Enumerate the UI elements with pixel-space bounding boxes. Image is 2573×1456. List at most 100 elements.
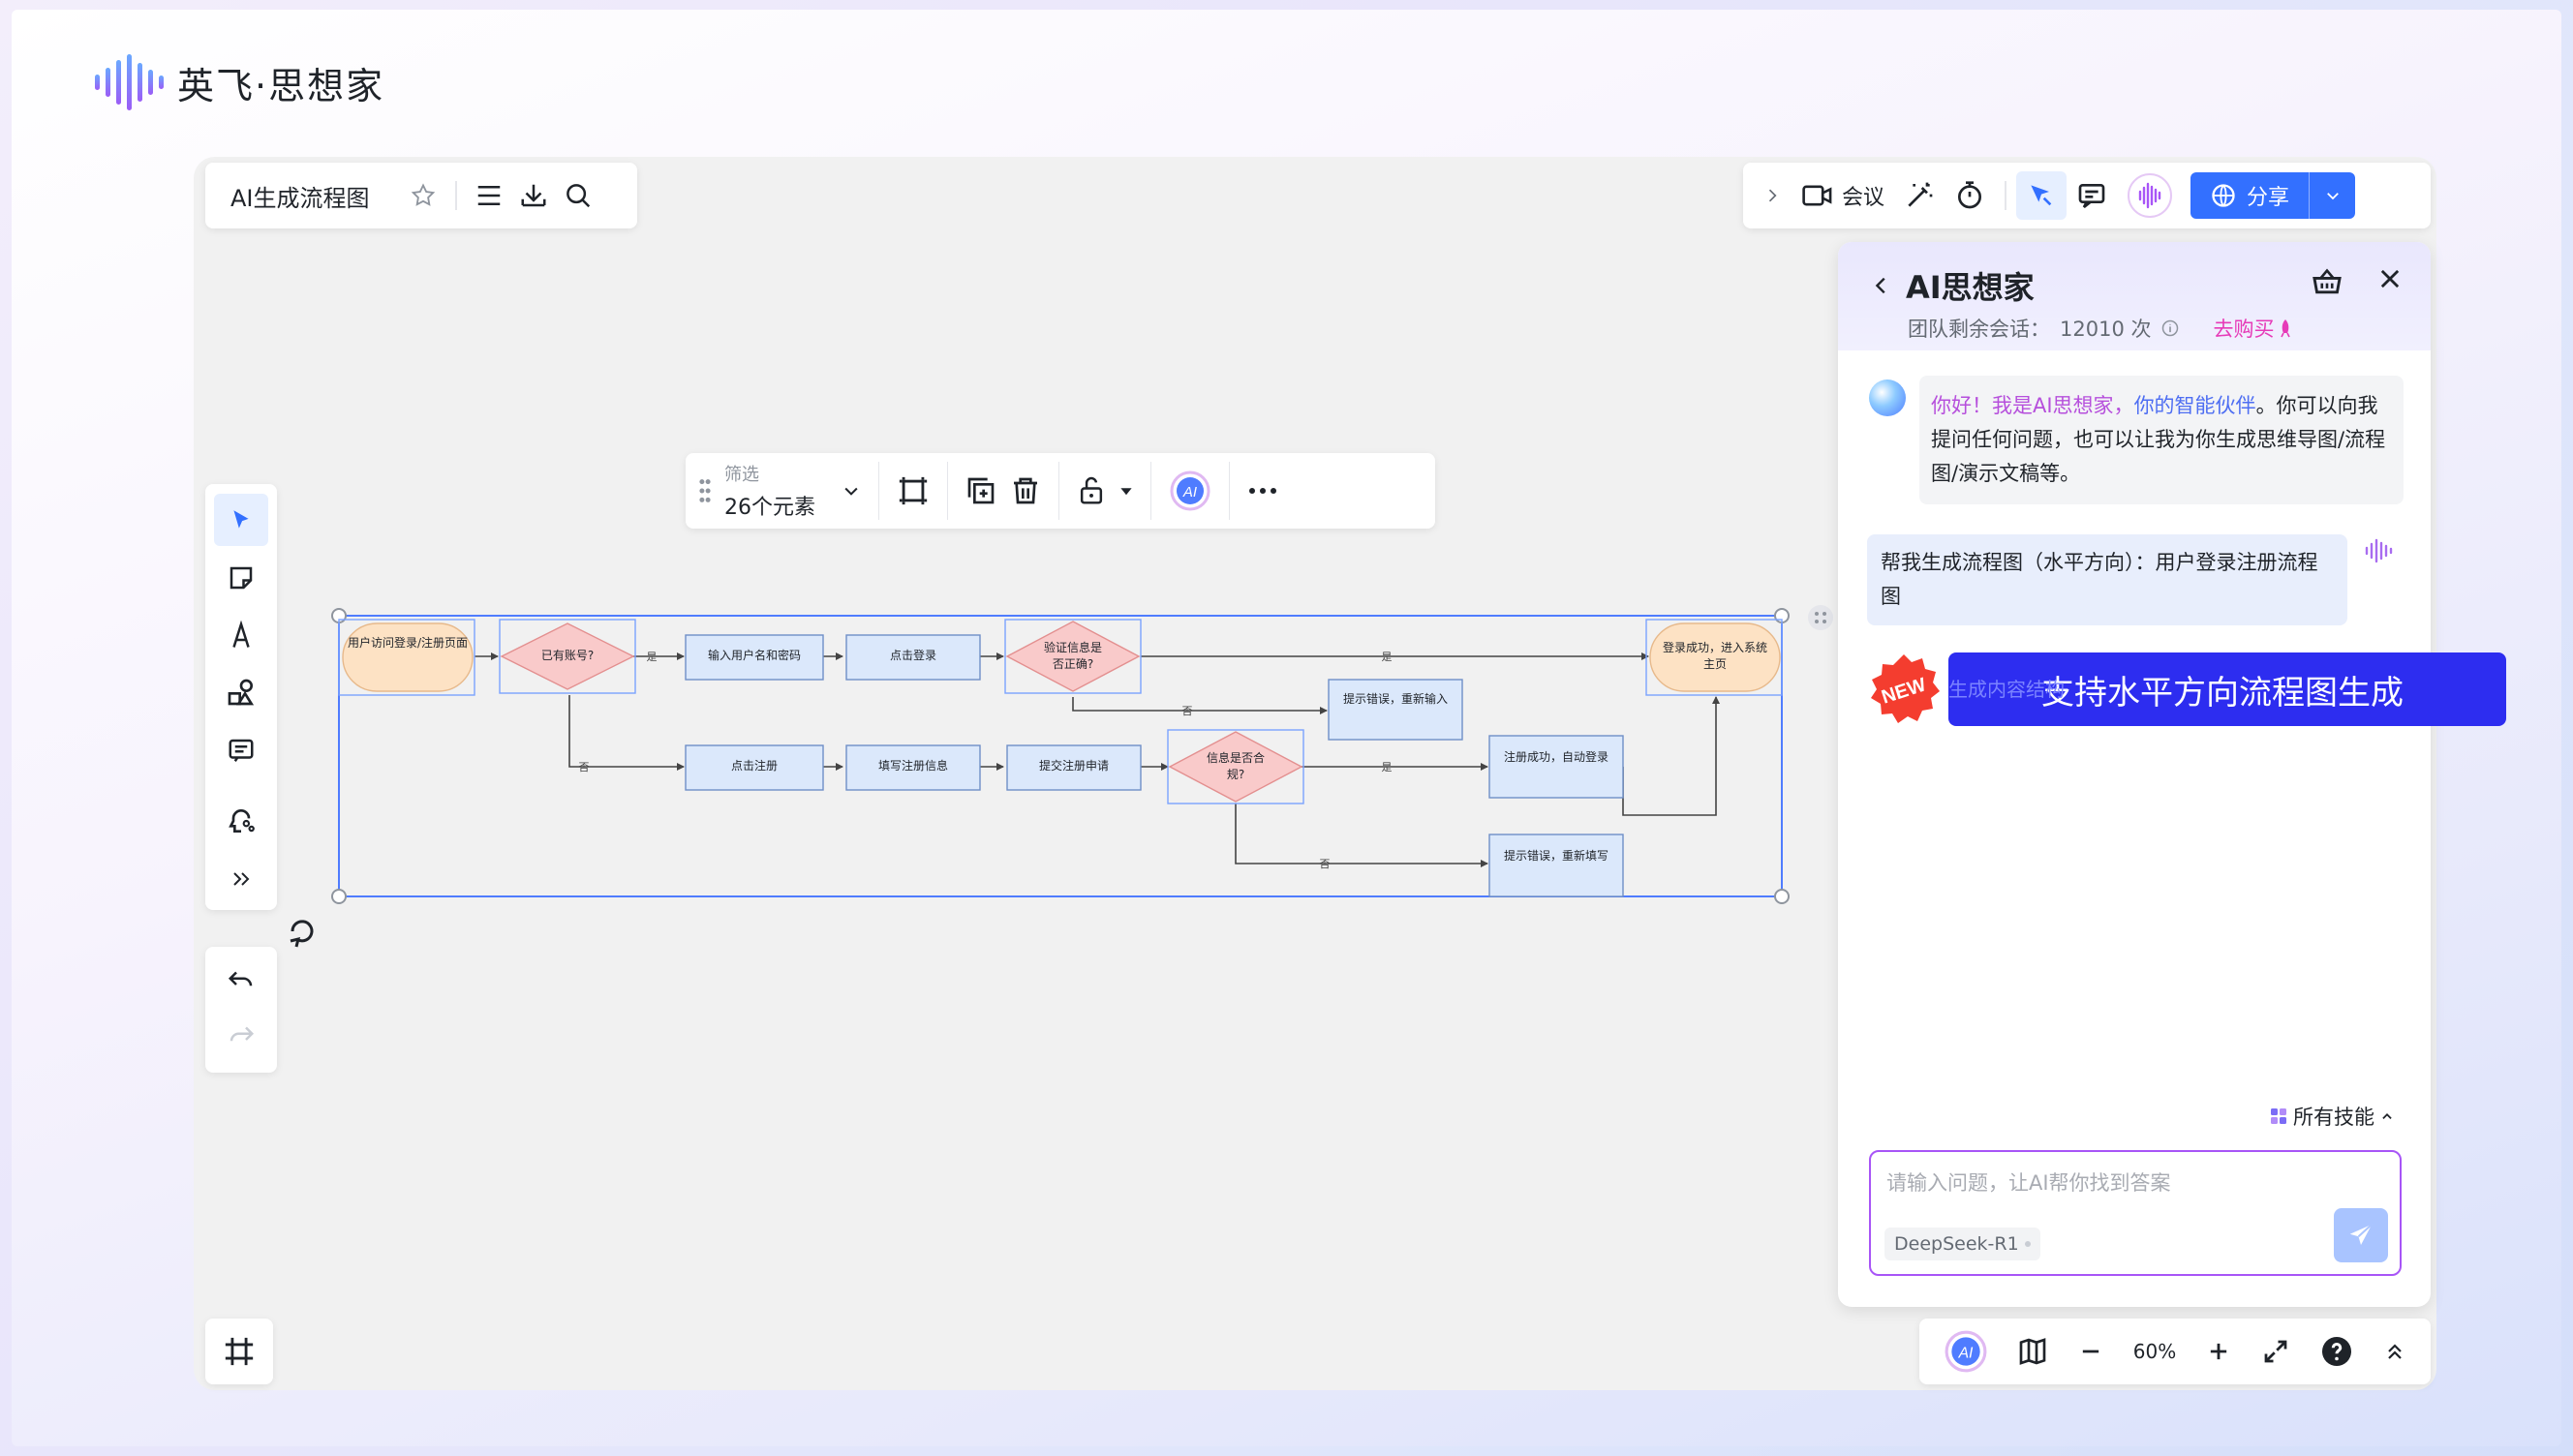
user-bubble: 帮我生成流程图（水平方向）：用户登录注册流程图 xyxy=(1867,534,2347,625)
search-icon[interactable] xyxy=(556,173,600,218)
trash-icon[interactable] xyxy=(1010,475,1041,506)
ai-voice-button[interactable] xyxy=(2117,171,2183,220)
filter-label: 筛选 xyxy=(724,465,759,485)
banner-text: 支持水平方向流程图生成 xyxy=(2041,673,2404,713)
help-icon[interactable] xyxy=(2319,1334,2354,1369)
pen-tool[interactable] xyxy=(214,609,268,661)
assistant-message: 你好！我是AI思想家，你的智能伙伴。你可以向我提问任何问题，也可以让我为你生成思… xyxy=(1869,376,2404,504)
star-icon[interactable] xyxy=(401,173,445,218)
text-box-icon xyxy=(229,739,254,762)
cursor-icon xyxy=(233,510,249,529)
drag-handle-icon[interactable] xyxy=(686,477,724,504)
send-button[interactable] xyxy=(2334,1208,2388,1262)
pen-icon xyxy=(232,621,250,648)
input-placeholder: 请输入问题，让AI帮你找到答案 xyxy=(1886,1171,2171,1195)
globe-icon xyxy=(2212,184,2235,207)
download-icon[interactable] xyxy=(511,173,556,218)
ai-panel-title: AI思想家 xyxy=(1906,269,2035,306)
shapes-icon xyxy=(228,680,255,706)
fullscreen-icon[interactable] xyxy=(2261,1337,2290,1366)
chevron-down-icon xyxy=(2326,193,2339,200)
divider xyxy=(454,181,457,210)
ai-question-input[interactable]: 请输入问题，让AI帮你找到答案 DeepSeek-R1 xyxy=(1869,1150,2402,1276)
share-button[interactable]: 分享 xyxy=(2190,172,2356,219)
brand-logo-icon xyxy=(95,53,164,111)
element-filter-dropdown[interactable]: 筛选 26个元素 xyxy=(724,462,879,520)
edit-group xyxy=(948,462,1059,520)
buy-link[interactable]: 去购买 xyxy=(2213,314,2293,343)
frame-selection-icon[interactable] xyxy=(897,474,930,507)
sticky-note-icon xyxy=(230,566,253,589)
undo-icon xyxy=(228,971,253,986)
brain-icon xyxy=(229,809,255,834)
voice-wave-icon xyxy=(2365,538,2393,563)
share-label: 分享 xyxy=(2247,186,2290,210)
frame-tool-button[interactable] xyxy=(205,1319,273,1384)
chevron-right-icon xyxy=(1768,189,1777,202)
status-dot xyxy=(2024,1241,2031,1247)
caret-down-icon[interactable] xyxy=(1119,484,1133,498)
share-options-button[interactable] xyxy=(2309,172,2355,219)
svg-text:AI: AI xyxy=(1182,484,1197,500)
all-skills-button[interactable]: 所有技能 xyxy=(2270,1102,2394,1131)
sticky-note-tool[interactable] xyxy=(214,551,268,603)
duplicate-icon[interactable] xyxy=(965,475,996,506)
ai-assistant-panel: AI思想家 团队剩余会话： 12010 次 去购买 你好！我是AI思想家，你的智… xyxy=(1838,242,2431,1307)
ai-icon[interactable]: AI xyxy=(1169,470,1211,512)
send-icon xyxy=(2349,1224,2373,1245)
frame-icon xyxy=(225,1337,254,1366)
more-tools-button[interactable] xyxy=(214,853,268,905)
feature-banner[interactable]: 生成内容结构 支持水平方向流程图生成 xyxy=(1948,652,2506,726)
collapse-toolbar-button[interactable] xyxy=(1753,171,1792,220)
model-selector[interactable]: DeepSeek-R1 xyxy=(1884,1228,2040,1260)
brand-logo: 英飞·思想家 xyxy=(95,53,384,111)
pointer-follow-icon xyxy=(2031,185,2052,206)
more-icon[interactable] xyxy=(1247,486,1278,496)
zoom-level[interactable]: 60% xyxy=(2132,1340,2177,1363)
double-chevron-right-icon xyxy=(233,872,250,886)
rocket-icon xyxy=(2281,319,2291,338)
new-badge-icon: NEW xyxy=(1871,654,1940,723)
voice-wave-icon xyxy=(2128,173,2173,218)
select-tool[interactable] xyxy=(214,494,268,547)
close-icon[interactable] xyxy=(2376,265,2404,292)
document-toolbar: AI生成流程图 xyxy=(205,163,637,228)
timer-button[interactable] xyxy=(1945,171,1995,220)
zoom-in-icon[interactable] xyxy=(2205,1338,2232,1365)
unlock-icon[interactable] xyxy=(1077,475,1106,506)
document-title[interactable]: AI生成流程图 xyxy=(230,184,370,212)
minimap-icon[interactable] xyxy=(2017,1336,2048,1367)
ai-mind-tool[interactable] xyxy=(214,795,268,847)
assistant-avatar xyxy=(1869,379,1906,416)
text-box-tool[interactable] xyxy=(214,724,268,776)
meeting-button[interactable]: 会议 xyxy=(1792,171,1894,220)
undo-button[interactable] xyxy=(214,955,268,1005)
selection-toolbar: 筛选 26个元素 AI xyxy=(686,453,1435,529)
comment-icon xyxy=(2078,184,2105,209)
zoom-out-icon[interactable] xyxy=(2077,1338,2104,1365)
assistant-bubble: 你好！我是AI思想家，你的智能伙伴。你可以向我提问任何问题，也可以让我为你生成思… xyxy=(1919,376,2404,504)
user-message: 帮我生成流程图（水平方向）：用户登录注册流程图 xyxy=(1867,534,2400,625)
comment-button[interactable] xyxy=(2067,171,2117,220)
meeting-label: 会议 xyxy=(1842,186,1885,210)
info-icon[interactable] xyxy=(2160,318,2180,338)
magic-wand-button[interactable] xyxy=(1894,171,1945,220)
tool-palette xyxy=(205,484,277,910)
top-right-toolbar: 会议 分享 xyxy=(1743,163,2431,228)
redo-button[interactable] xyxy=(214,1010,268,1060)
frame-group xyxy=(879,462,948,520)
menu-icon[interactable] xyxy=(467,173,511,218)
redo-icon xyxy=(230,1026,255,1042)
ai-icon[interactable]: AI xyxy=(1944,1329,1988,1374)
basket-icon[interactable] xyxy=(2311,265,2343,296)
collapse-up-icon[interactable] xyxy=(2383,1340,2406,1363)
remaining-count: 12010 次 xyxy=(2060,318,2152,341)
svg-text:AI: AI xyxy=(1958,1345,1974,1361)
more-group xyxy=(1230,462,1296,520)
ai-group: AI xyxy=(1151,462,1230,520)
skills-label: 所有技能 xyxy=(2293,1106,2374,1129)
shape-tool[interactable] xyxy=(214,666,268,718)
chevron-up-icon xyxy=(2382,1113,2392,1119)
back-icon[interactable] xyxy=(1871,273,1892,298)
follow-pointer-button[interactable] xyxy=(2016,171,2068,220)
